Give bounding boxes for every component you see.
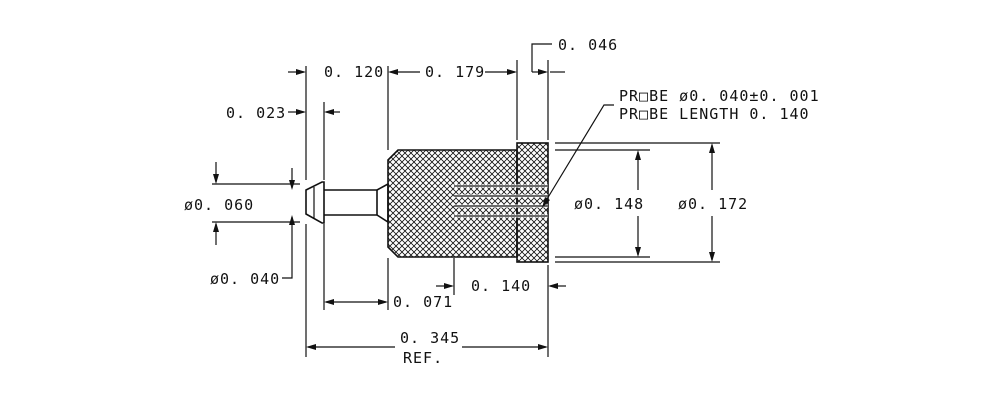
dim-0-140: 0. 140 <box>471 277 531 295</box>
note-probe-length: PR□BE LENGTH 0. 140 <box>619 105 810 123</box>
probe-bore-lines <box>454 184 548 218</box>
dim-ref: REF. <box>403 349 443 367</box>
dim-0-179: 0. 179 <box>425 63 485 81</box>
dimension-lines <box>213 43 715 350</box>
shaft-taper <box>376 182 389 224</box>
dimension-labels: 0. 046 0. 120 0. 179 0. 023 ø0. 060 ø0. … <box>184 36 820 367</box>
dim-dia-0-148: ø0. 148 <box>574 195 644 213</box>
rear-collar <box>516 142 549 263</box>
dim-0-046: 0. 046 <box>558 36 618 54</box>
part-outline <box>305 142 549 263</box>
tip-cone <box>305 181 325 224</box>
dim-0-345: 0. 345 <box>400 329 460 347</box>
shaft <box>324 189 378 216</box>
dim-0-071: 0. 071 <box>393 293 453 311</box>
dim-0-120: 0. 120 <box>324 63 384 81</box>
extension-lines <box>212 60 720 357</box>
dim-dia-0-172: ø0. 172 <box>678 195 748 213</box>
dim-0-023: 0. 023 <box>226 104 286 122</box>
note-probe-diameter: PR□BE ø0. 040±0. 001 <box>619 87 820 105</box>
dim-dia-0-040: ø0. 040 <box>210 270 280 288</box>
dim-dia-0-060: ø0. 060 <box>184 196 254 214</box>
knurled-body <box>387 149 518 258</box>
